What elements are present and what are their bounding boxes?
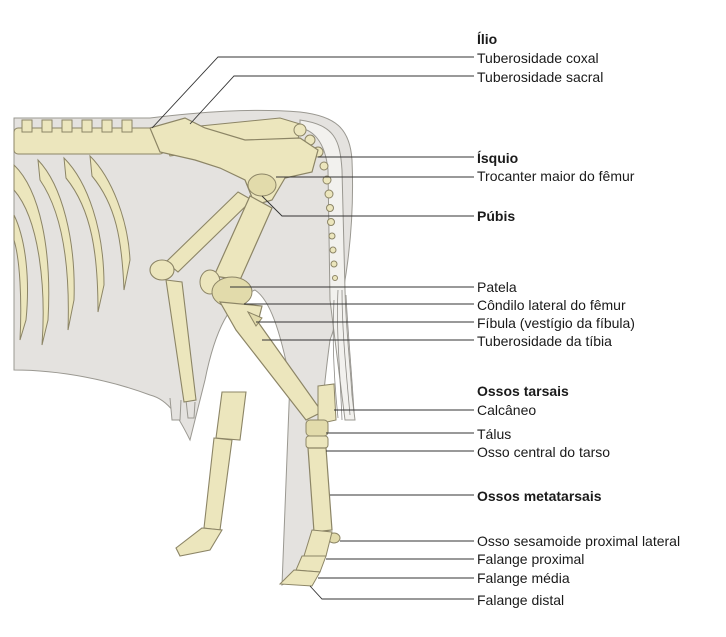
label-sesamoide: Osso sesamoide proximal lateral xyxy=(477,533,681,549)
middle-phalanx xyxy=(295,555,327,573)
label-patela: Patela xyxy=(477,279,517,295)
label-tuberosidade-coxal: Tuberosidade coxal xyxy=(477,50,599,66)
label-tuberosidade-tibia: Tuberosidade da tíbia xyxy=(477,333,612,349)
label-falange-distal: Falange distal xyxy=(477,592,565,608)
talus xyxy=(305,419,329,437)
central-tarsal xyxy=(305,435,329,449)
far-hindlimb xyxy=(149,191,253,557)
label-tuberosidade-sacral: Tuberosidade sacral xyxy=(477,69,604,85)
label-pubis: Púbis xyxy=(477,208,516,224)
tail xyxy=(299,119,356,421)
udder-teat xyxy=(185,399,196,419)
label-talus: Tálus xyxy=(477,426,512,442)
label-ossos-metatarsais: Ossos metatarsais xyxy=(477,488,602,504)
label-ilio: Ílio xyxy=(477,31,498,47)
label-calcaneo: Calcâneo xyxy=(477,402,537,418)
label-fibula: Fíbula (vestígio da fíbula) xyxy=(477,315,635,331)
label-ossos-tarsais: Ossos tarsais xyxy=(477,383,569,399)
label-falange-proximal: Falange proximal xyxy=(477,551,585,567)
calcaneus xyxy=(317,383,337,425)
tail-hair xyxy=(332,289,355,421)
label-osso-central: Osso central do tarso xyxy=(477,444,611,460)
label-isquio: Ísquio xyxy=(477,150,519,166)
distal-phalanx xyxy=(278,569,321,587)
label-trocanter: Trocanter maior do fêmur xyxy=(477,168,635,184)
label-condilo: Côndilo lateral do fêmur xyxy=(477,297,626,313)
ribs xyxy=(13,154,131,346)
femoral-condyle xyxy=(211,276,253,308)
udder-teat xyxy=(169,397,182,421)
label-falange-media: Falange média xyxy=(477,570,570,586)
hip-joint xyxy=(247,173,277,197)
metatarsal xyxy=(307,447,333,533)
leader-lines xyxy=(151,56,474,600)
